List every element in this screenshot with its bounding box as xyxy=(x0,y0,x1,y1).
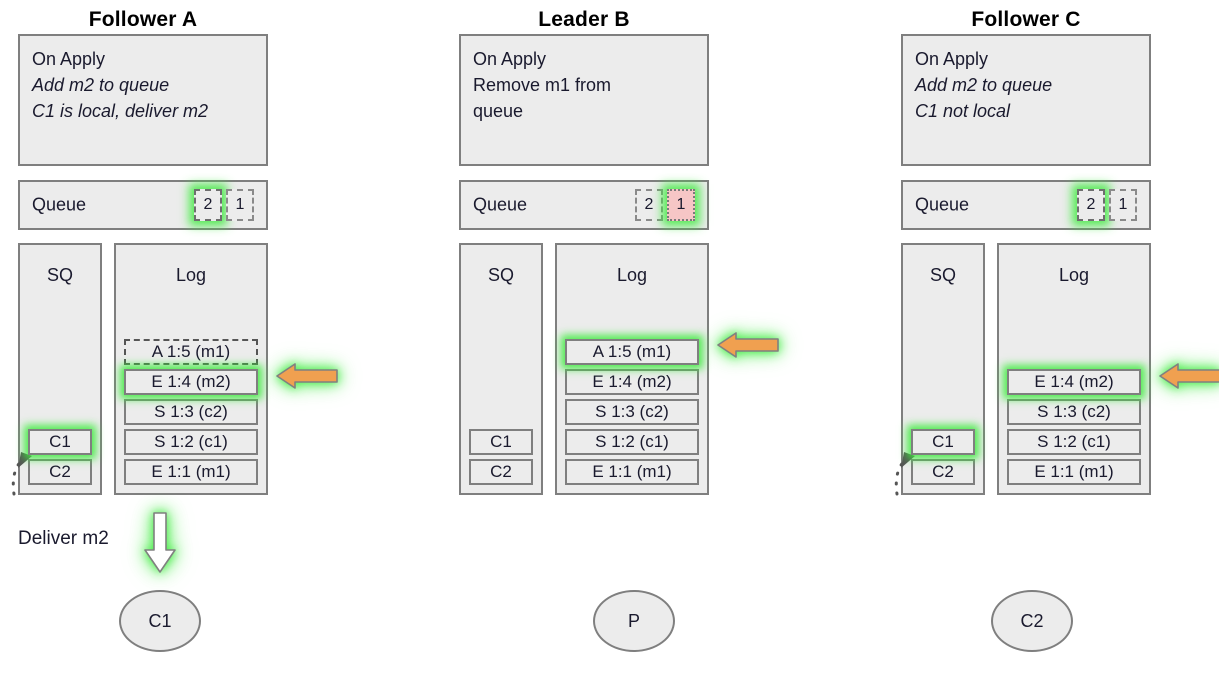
sq-title: SQ xyxy=(487,265,514,285)
log-entry[interactable]: E 1:1 (m1) xyxy=(124,459,258,485)
sq-box-follower-a: SQ C1 C2 xyxy=(18,243,102,495)
queue-slots: 2 1 xyxy=(194,189,254,221)
queue-slot[interactable]: 1 xyxy=(667,189,695,221)
queue-slot[interactable]: 2 xyxy=(635,189,663,221)
sq-entry[interactable]: C2 xyxy=(28,459,92,485)
queue-panel-follower-a: Queue 2 1 xyxy=(18,180,268,230)
on-apply-line: Add m2 to queue xyxy=(915,75,1053,95)
on-apply-panel-follower-a: On Apply Add m2 to queue C1 is local, de… xyxy=(18,34,268,166)
sq-entry[interactable]: C2 xyxy=(911,459,975,485)
node-title-leader-b: Leader B xyxy=(538,8,630,31)
on-apply-panel-leader-b: On Apply Remove m1 from queue xyxy=(459,34,709,166)
queue-slot[interactable]: 1 xyxy=(1109,189,1137,221)
sq-stack: C1 C2 xyxy=(911,429,975,485)
sq-entry[interactable]: C1 xyxy=(911,429,975,455)
on-apply-heading: On Apply xyxy=(32,49,106,69)
on-apply-line: Add m2 to queue xyxy=(32,75,170,95)
queue-panel-follower-c: Queue 2 1 xyxy=(901,180,1151,230)
on-apply-heading: On Apply xyxy=(473,49,547,69)
apply-pointer-arrow-follower-a xyxy=(276,361,338,391)
apply-pointer-arrow-leader-b xyxy=(717,330,779,360)
queue-label: Queue xyxy=(473,194,528,215)
sq-stack: C1 C2 xyxy=(469,429,533,485)
queue-slot[interactable]: 2 xyxy=(1077,189,1105,221)
client-node-c1[interactable]: C1 xyxy=(119,590,201,652)
sq-box-leader-b: SQ C1 C2 xyxy=(459,243,543,495)
log-stack: A 1:5 (m1) E 1:4 (m2) S 1:3 (c2) S 1:2 (… xyxy=(565,339,699,485)
deliver-label-follower-a: Deliver m2 xyxy=(18,528,109,549)
sq-title: SQ xyxy=(46,265,73,285)
on-apply-heading: On Apply xyxy=(915,49,989,69)
log-entry[interactable]: S 1:3 (c2) xyxy=(565,399,699,425)
node-title-follower-a: Follower A xyxy=(88,8,198,31)
queue-slot[interactable]: 1 xyxy=(226,189,254,221)
log-entry[interactable]: S 1:3 (c2) xyxy=(124,399,258,425)
on-apply-line: Remove m1 from xyxy=(473,75,612,95)
on-apply-line: queue xyxy=(473,101,524,121)
queue-label: Queue xyxy=(915,194,970,215)
log-entry[interactable]: E 1:4 (m2) xyxy=(124,369,258,395)
on-apply-line: C1 not local xyxy=(915,101,1011,121)
on-apply-panel-follower-c: On Apply Add m2 to queue C1 not local xyxy=(901,34,1151,166)
log-entry[interactable]: E 1:4 (m2) xyxy=(565,369,699,395)
sq-title: SQ xyxy=(929,265,956,285)
apply-pointer-arrow-follower-c xyxy=(1159,361,1219,391)
sq-entry[interactable]: C1 xyxy=(469,429,533,455)
sq-pointer-arrow-follower-c xyxy=(883,420,927,496)
log-stack: E 1:4 (m2) S 1:3 (c2) S 1:2 (c1) E 1:1 (… xyxy=(1007,369,1141,485)
client-node-c2[interactable]: C2 xyxy=(991,590,1073,652)
sq-entry[interactable]: C2 xyxy=(469,459,533,485)
log-entry[interactable]: S 1:2 (c1) xyxy=(1007,429,1141,455)
log-entry[interactable]: E 1:4 (m2) xyxy=(1007,369,1141,395)
log-entry[interactable]: S 1:2 (c1) xyxy=(124,429,258,455)
log-entry[interactable]: S 1:2 (c1) xyxy=(565,429,699,455)
log-box-follower-c: Log E 1:4 (m2) S 1:3 (c2) S 1:2 (c1) E 1… xyxy=(997,243,1151,495)
sq-stack: C1 C2 xyxy=(28,429,92,485)
sq-entry[interactable]: C1 xyxy=(28,429,92,455)
log-title: Log xyxy=(1058,265,1090,285)
queue-slots: 2 1 xyxy=(1077,189,1137,221)
log-entry[interactable]: A 1:5 (m1) xyxy=(565,339,699,365)
on-apply-line: C1 is local, deliver m2 xyxy=(32,101,209,121)
queue-label: Queue xyxy=(32,194,87,215)
queue-panel-leader-b: Queue 2 1 xyxy=(459,180,709,230)
log-entry[interactable]: A 1:5 (m1) xyxy=(124,339,258,365)
log-title: Log xyxy=(175,265,207,285)
deliver-down-arrow-follower-a xyxy=(143,512,177,574)
sq-box-follower-c: SQ C1 C2 xyxy=(901,243,985,495)
log-title: Log xyxy=(616,265,648,285)
log-entry[interactable]: S 1:3 (c2) xyxy=(1007,399,1141,425)
queue-slots: 2 1 xyxy=(635,189,695,221)
node-title-follower-c: Follower C xyxy=(971,8,1081,31)
client-node-p[interactable]: P xyxy=(593,590,675,652)
sq-pointer-arrow-follower-a xyxy=(0,420,44,496)
queue-slot[interactable]: 2 xyxy=(194,189,222,221)
log-entry[interactable]: E 1:1 (m1) xyxy=(1007,459,1141,485)
log-entry[interactable]: E 1:1 (m1) xyxy=(565,459,699,485)
log-stack: A 1:5 (m1) E 1:4 (m2) S 1:3 (c2) S 1:2 (… xyxy=(124,339,258,485)
log-box-leader-b: Log A 1:5 (m1) E 1:4 (m2) S 1:3 (c2) S 1… xyxy=(555,243,709,495)
log-box-follower-a: Log A 1:5 (m1) E 1:4 (m2) S 1:3 (c2) S 1… xyxy=(114,243,268,495)
